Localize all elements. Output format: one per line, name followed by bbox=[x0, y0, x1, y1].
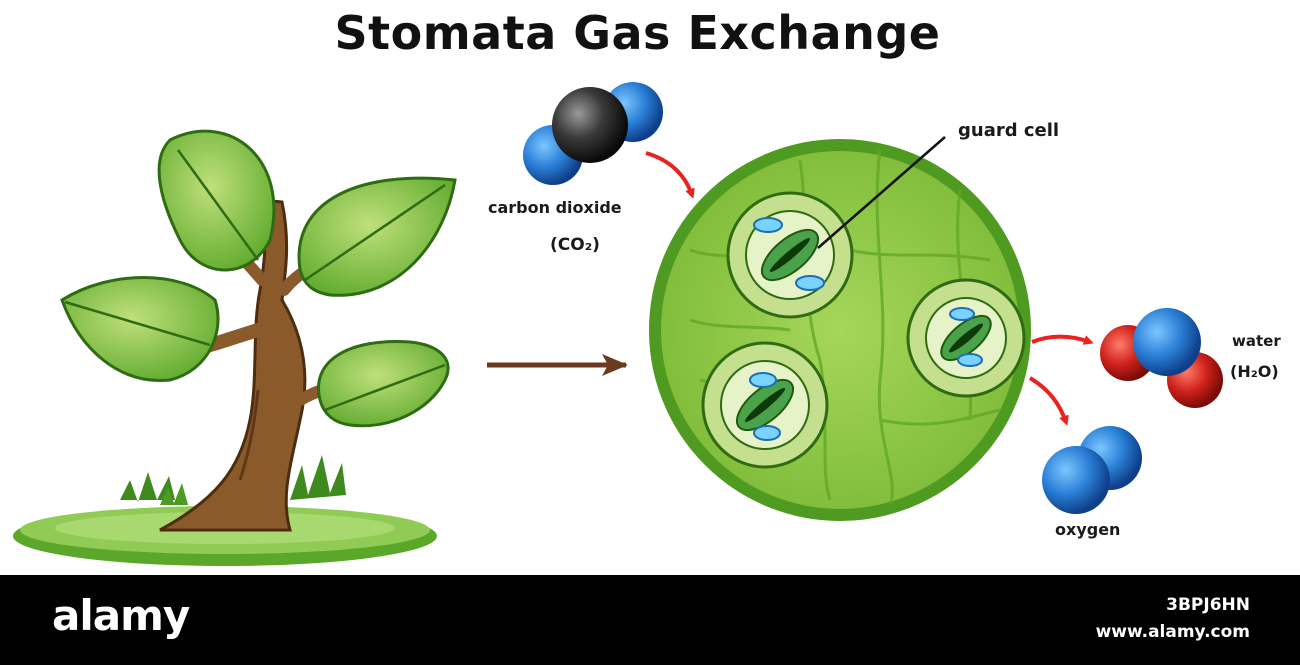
carbon-dioxide-molecule bbox=[523, 82, 663, 185]
co2-inflow-arrow bbox=[645, 151, 695, 199]
stoma-1 bbox=[726, 191, 854, 319]
watermark-brand: alamy bbox=[52, 591, 190, 640]
leaf-left bbox=[60, 276, 220, 382]
guard-cell-label: guard cell bbox=[958, 120, 1060, 141]
diagram-title: Stomata Gas Exchange bbox=[334, 6, 941, 60]
leaf-upper-right bbox=[297, 176, 457, 297]
stoma-2 bbox=[701, 341, 829, 469]
watermark-image-id: 3BPJ6HN bbox=[1166, 595, 1250, 615]
carbon-dioxide-label: carbon dioxide bbox=[488, 198, 622, 217]
oxygen-label: oxygen bbox=[1055, 520, 1121, 539]
water-label: water bbox=[1232, 332, 1281, 350]
watermark-bar: alamy 3BPJ6HN www.alamy.com bbox=[0, 575, 1300, 665]
guard-cell-pointer bbox=[817, 136, 946, 249]
water-molecule bbox=[1100, 308, 1223, 408]
water-outflow-arrow bbox=[1031, 334, 1094, 345]
carbon-dioxide-formula: (CO₂) bbox=[550, 235, 600, 255]
diagram-graphics bbox=[13, 82, 1223, 566]
stoma-3 bbox=[906, 278, 1026, 398]
leaf-lower-right bbox=[317, 340, 450, 428]
grass-island bbox=[13, 455, 437, 566]
oxygen-outflow-arrow bbox=[1028, 376, 1069, 426]
oxygen-molecule bbox=[1042, 426, 1142, 514]
leaf-top bbox=[157, 129, 276, 272]
water-formula: (H₂O) bbox=[1230, 362, 1279, 381]
watermark-site: www.alamy.com bbox=[1095, 622, 1250, 642]
diagram-canvas: Stomata Gas Exchange carbon dioxide (CO₂… bbox=[13, 6, 1281, 566]
